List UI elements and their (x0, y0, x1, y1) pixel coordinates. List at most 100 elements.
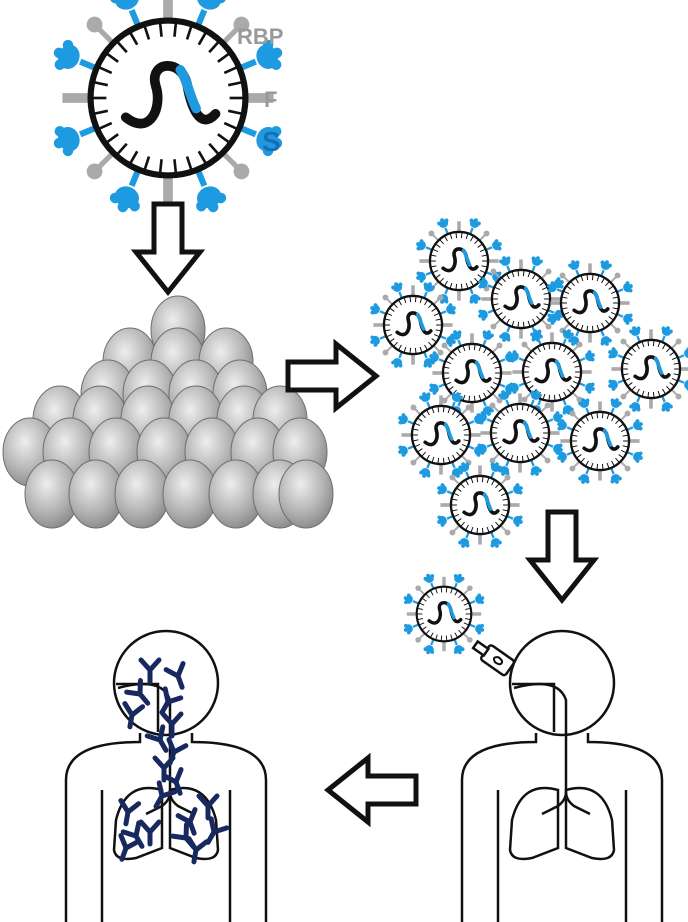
viral-envelope (490, 268, 552, 330)
rbp-protein (382, 294, 389, 301)
s-spike (403, 623, 413, 635)
s-spike (608, 347, 618, 359)
s-gene-insert (653, 356, 664, 375)
s-spike (437, 218, 449, 228)
rbp-protein (410, 404, 417, 411)
antibody-y-icon (175, 807, 198, 836)
viral-genome (454, 359, 492, 385)
s-spike (423, 573, 435, 583)
s-gene-insert (415, 312, 426, 331)
head (112, 629, 220, 737)
s-spike (458, 462, 470, 472)
antibody-y-icon (161, 767, 184, 796)
virus-particle-icon (53, 0, 283, 213)
f-label: F (264, 87, 277, 112)
torso-outline (460, 733, 664, 922)
s-gene-insert (443, 422, 454, 441)
rbp-protein (437, 349, 444, 356)
s-spike (629, 326, 641, 336)
rbp-protein (86, 163, 103, 180)
process-arrows (130, 201, 600, 828)
rbp-protein (504, 529, 511, 536)
s-spike (416, 239, 426, 251)
rbp-protein (490, 268, 497, 275)
rbp-protein (465, 404, 472, 411)
human-torso-outline-icon (460, 629, 664, 922)
virus-particle-icon (478, 256, 564, 342)
right-lung (564, 786, 616, 861)
s-spike (530, 466, 542, 476)
rbp-protein (496, 342, 503, 349)
s-spike (398, 445, 408, 457)
rbp-protein (559, 272, 566, 279)
viral-envelope (620, 338, 682, 400)
s-spike (391, 282, 403, 292)
s-spike (109, 0, 139, 10)
virus-harvest-cluster (370, 218, 688, 548)
rbp-protein (521, 396, 528, 403)
rbp-protein (569, 410, 576, 417)
rbp-protein (437, 294, 444, 301)
viral-genome (423, 421, 461, 447)
s-gene-insert (592, 290, 603, 309)
rbp-protein (544, 457, 551, 464)
virus-particle-inoculum (403, 573, 485, 655)
viral-genome (502, 419, 540, 445)
s-spike (256, 126, 283, 157)
egg (114, 459, 170, 529)
rbp-protein (483, 230, 490, 237)
egg (278, 459, 334, 529)
rbp-protein (569, 465, 576, 472)
s-spike (633, 419, 643, 431)
left-lung (112, 786, 164, 861)
s-spike (568, 260, 580, 270)
rbp-protein (496, 397, 503, 404)
s-spike (684, 379, 688, 391)
block-arrow-icon (285, 338, 381, 414)
s-gene-insert (175, 65, 201, 114)
s-spike (509, 382, 519, 394)
rbp-protein (624, 465, 631, 472)
virus-particle-icon (547, 260, 633, 346)
rbp-protein (441, 342, 448, 349)
s-spike (429, 351, 439, 363)
antibody-y-icon (118, 798, 142, 827)
rbp-protein (521, 341, 528, 348)
virus-particle-icon (429, 330, 515, 416)
s-spike (478, 277, 488, 289)
s-spike (578, 474, 590, 484)
s-spike (547, 281, 557, 293)
s-gene-insert (523, 286, 534, 305)
viral-envelope (410, 404, 472, 466)
s-spike (391, 358, 403, 368)
antibody-y-icon (166, 737, 189, 766)
s-spike (509, 350, 519, 362)
s-gene-insert (461, 248, 472, 267)
protein-labels: RBP F S (237, 24, 283, 157)
rbp-label: RBP (237, 24, 283, 49)
human-immune-response (64, 629, 268, 922)
rbp-protein (614, 272, 621, 279)
right-lung (168, 786, 220, 861)
s-spike (498, 466, 510, 476)
antibody-y-icon (163, 661, 186, 690)
s-gene-insert (554, 359, 565, 378)
s-spike (419, 468, 431, 478)
rbp-protein (576, 396, 583, 403)
human-torso-outline-icon (64, 629, 268, 922)
s-spike (477, 411, 487, 423)
rbp-protein (675, 393, 682, 400)
s-spike (423, 282, 435, 292)
s-spike (482, 330, 494, 340)
s-spike (513, 515, 523, 527)
virus-particle-large (53, 0, 283, 213)
viral-genome (582, 427, 620, 453)
s-spike (633, 451, 643, 463)
s-spike (469, 218, 481, 228)
rbp-protein (449, 474, 456, 481)
s-spike (578, 398, 590, 408)
rbp-protein (545, 323, 552, 330)
s-gene-insert (602, 428, 613, 447)
s-spike (53, 39, 80, 70)
